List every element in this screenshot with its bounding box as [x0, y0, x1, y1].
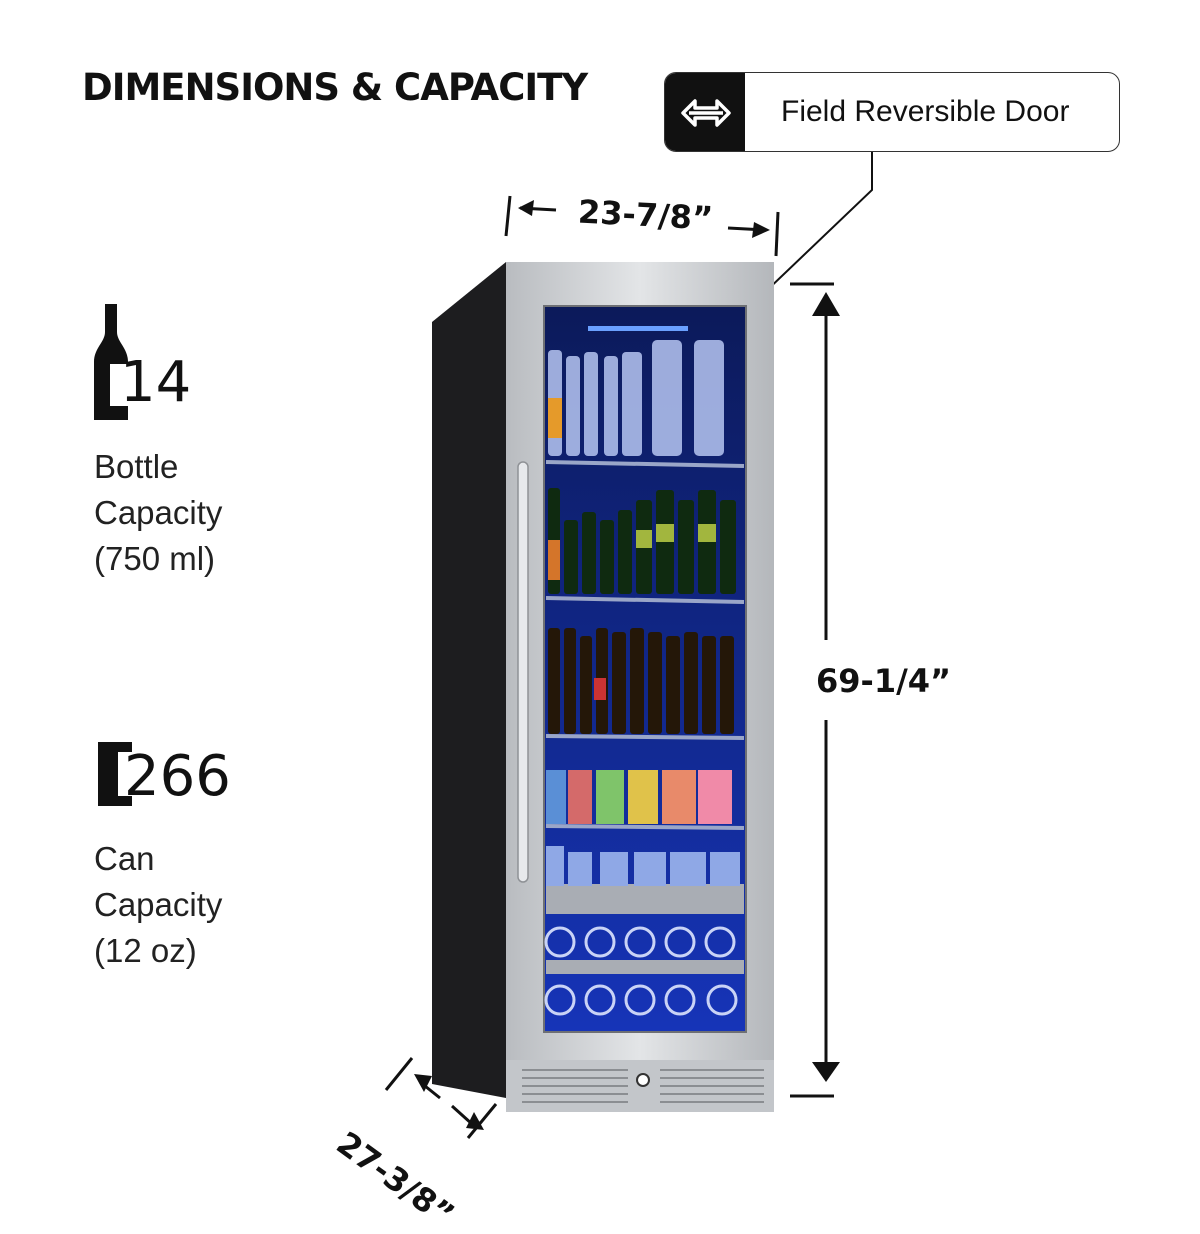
can-capacity-label: Can Capacity (12 oz)	[94, 840, 223, 969]
bottle-capacity-value: 14	[120, 350, 192, 415]
depth-dimension-arrows	[384, 1057, 498, 1139]
height-dimension: 69-1/4”	[816, 662, 952, 700]
page-title: DIMENSIONS & CAPACITY	[82, 66, 588, 109]
beverage-can-icon	[98, 742, 134, 806]
wine-bottle-icon	[94, 304, 128, 420]
width-dimension-arrows	[504, 195, 780, 257]
height-dimension-arrows	[790, 282, 840, 1098]
can-capacity-value: 266	[124, 744, 231, 809]
reversible-arrows-icon	[665, 73, 745, 151]
field-reversible-door-badge: Field Reversible Door	[664, 72, 1120, 152]
bottle-capacity-label: Bottle Capacity (750 ml)	[94, 448, 223, 577]
beverage-cooler-image	[432, 262, 774, 1112]
badge-label: Field Reversible Door	[781, 95, 1070, 128]
